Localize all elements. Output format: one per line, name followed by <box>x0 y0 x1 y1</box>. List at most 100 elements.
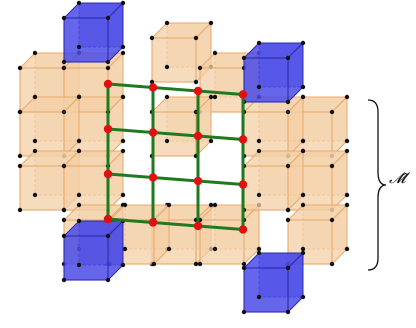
orange-cube-vertex <box>61 65 67 71</box>
orange-cube-vertex <box>76 94 82 100</box>
orange-cube-vertex <box>197 261 203 267</box>
orange-cube-vertex <box>329 163 335 169</box>
orange-cube-vertex <box>212 202 218 208</box>
orange-cube-vertex <box>329 109 335 115</box>
red-vertex <box>103 124 113 134</box>
red-vertex <box>193 131 203 141</box>
orange-cube-vertex <box>300 94 306 100</box>
red-vertex <box>238 135 248 144</box>
orange-cube-vertex <box>212 94 218 100</box>
orange-cube-vertex <box>285 217 291 223</box>
orange-cube-vertex <box>164 138 170 144</box>
orange-cube-vertex <box>120 138 126 144</box>
orange-cube-vertex <box>212 50 218 56</box>
grid-row-line <box>107 82 244 96</box>
orange-cube-vertex <box>344 246 350 252</box>
blue-cube-vertex <box>105 233 111 239</box>
orange-cube-vertex <box>344 94 350 100</box>
orange-cube-vertex <box>76 138 82 144</box>
orange-cube <box>149 20 214 85</box>
orange-cube-vertex <box>344 202 350 208</box>
blue-cube-vertex <box>61 277 67 283</box>
blue-cube-vertex <box>285 309 291 315</box>
orange-cube-vertex <box>17 65 23 71</box>
blue-cube-vertex <box>285 99 291 105</box>
orange-cube-vertex <box>300 192 306 198</box>
orange-cube-front <box>63 165 109 211</box>
red-vertex <box>148 218 158 227</box>
blue-cube-front <box>63 235 109 281</box>
blue-cube-vertex <box>76 218 82 224</box>
orange-cube-vertex <box>241 261 247 267</box>
orange-cube <box>149 94 214 159</box>
orange-cube-vertex <box>122 246 128 252</box>
orange-cube-vertex <box>208 202 214 208</box>
orange-cube-front <box>243 111 289 157</box>
orange-cube-vertex <box>329 261 335 267</box>
blue-cube-vertex <box>300 294 306 300</box>
blue-cube-vertex <box>256 294 262 300</box>
blue-cube-vertex <box>105 59 111 65</box>
orange-cube-vertex <box>120 192 126 198</box>
orange-cube-vertex <box>32 148 38 154</box>
orange-cube-vertex <box>164 94 170 100</box>
orange-cube-vertex <box>61 109 67 115</box>
orange-cube-vertex <box>164 64 170 70</box>
orange-cube <box>107 202 172 267</box>
blue-cube-vertex <box>241 265 247 271</box>
orange-cube-front <box>19 165 65 211</box>
orange-cube-vertex <box>193 35 199 41</box>
blue-cube-vertex <box>285 55 291 61</box>
orange-cube-vertex <box>208 138 214 144</box>
orange-cube-vertex <box>166 246 172 252</box>
orange-cube-vertex <box>61 217 67 223</box>
blue-cube-vertex <box>256 250 262 256</box>
orange-cube-vertex <box>193 261 199 267</box>
orange-cube-vertex <box>197 65 203 71</box>
orange-cube <box>285 202 350 267</box>
orange-cube-vertex <box>300 246 306 252</box>
blue-cube-front <box>243 57 289 103</box>
red-vertex <box>193 176 203 186</box>
red-vertex <box>148 83 158 92</box>
orange-cube-vertex <box>164 20 170 26</box>
orange-cube <box>61 148 126 213</box>
orange-cube-vertex <box>32 50 38 56</box>
orange-cube-vertex <box>285 207 291 213</box>
orange-cube-vertex <box>166 202 172 208</box>
orange-cube-front <box>19 111 65 157</box>
blue-cube-front <box>243 267 289 313</box>
grid-row-line <box>107 172 244 186</box>
blue-cube-vertex <box>256 40 262 46</box>
orange-cube <box>241 94 306 159</box>
orange-cube-vertex <box>17 207 23 213</box>
blue-cube-vertex <box>61 59 67 65</box>
red-vertex <box>238 225 248 234</box>
orange-cube-vertex <box>76 202 82 208</box>
orange-cube <box>197 202 262 267</box>
orange-cube-vertex <box>105 65 111 71</box>
blue-cube <box>61 218 126 283</box>
grid-row-line <box>107 217 244 231</box>
blue-cube-vertex <box>61 15 67 21</box>
orange-cube-front <box>151 37 197 83</box>
blue-cube-vertex <box>300 40 306 46</box>
curly-brace <box>367 99 387 271</box>
red-vertex <box>103 79 113 89</box>
orange-cube-vertex <box>120 148 126 154</box>
blue-cube-vertex <box>105 15 111 21</box>
orange-cube-vertex <box>300 202 306 208</box>
orange-cube-vertex <box>17 153 23 159</box>
blue-cube-vertex <box>256 84 262 90</box>
orange-cube-vertex <box>256 246 262 252</box>
blue-cube-vertex <box>120 44 126 50</box>
orange-cube-vertex <box>344 192 350 198</box>
orange-cube <box>285 148 350 213</box>
red-vertex <box>238 180 248 189</box>
orange-cube-vertex <box>329 217 335 223</box>
blue-cube-vertex <box>241 309 247 315</box>
cube-layer <box>17 0 350 315</box>
blue-cube-vertex <box>300 250 306 256</box>
blue-cube-front <box>63 17 109 63</box>
